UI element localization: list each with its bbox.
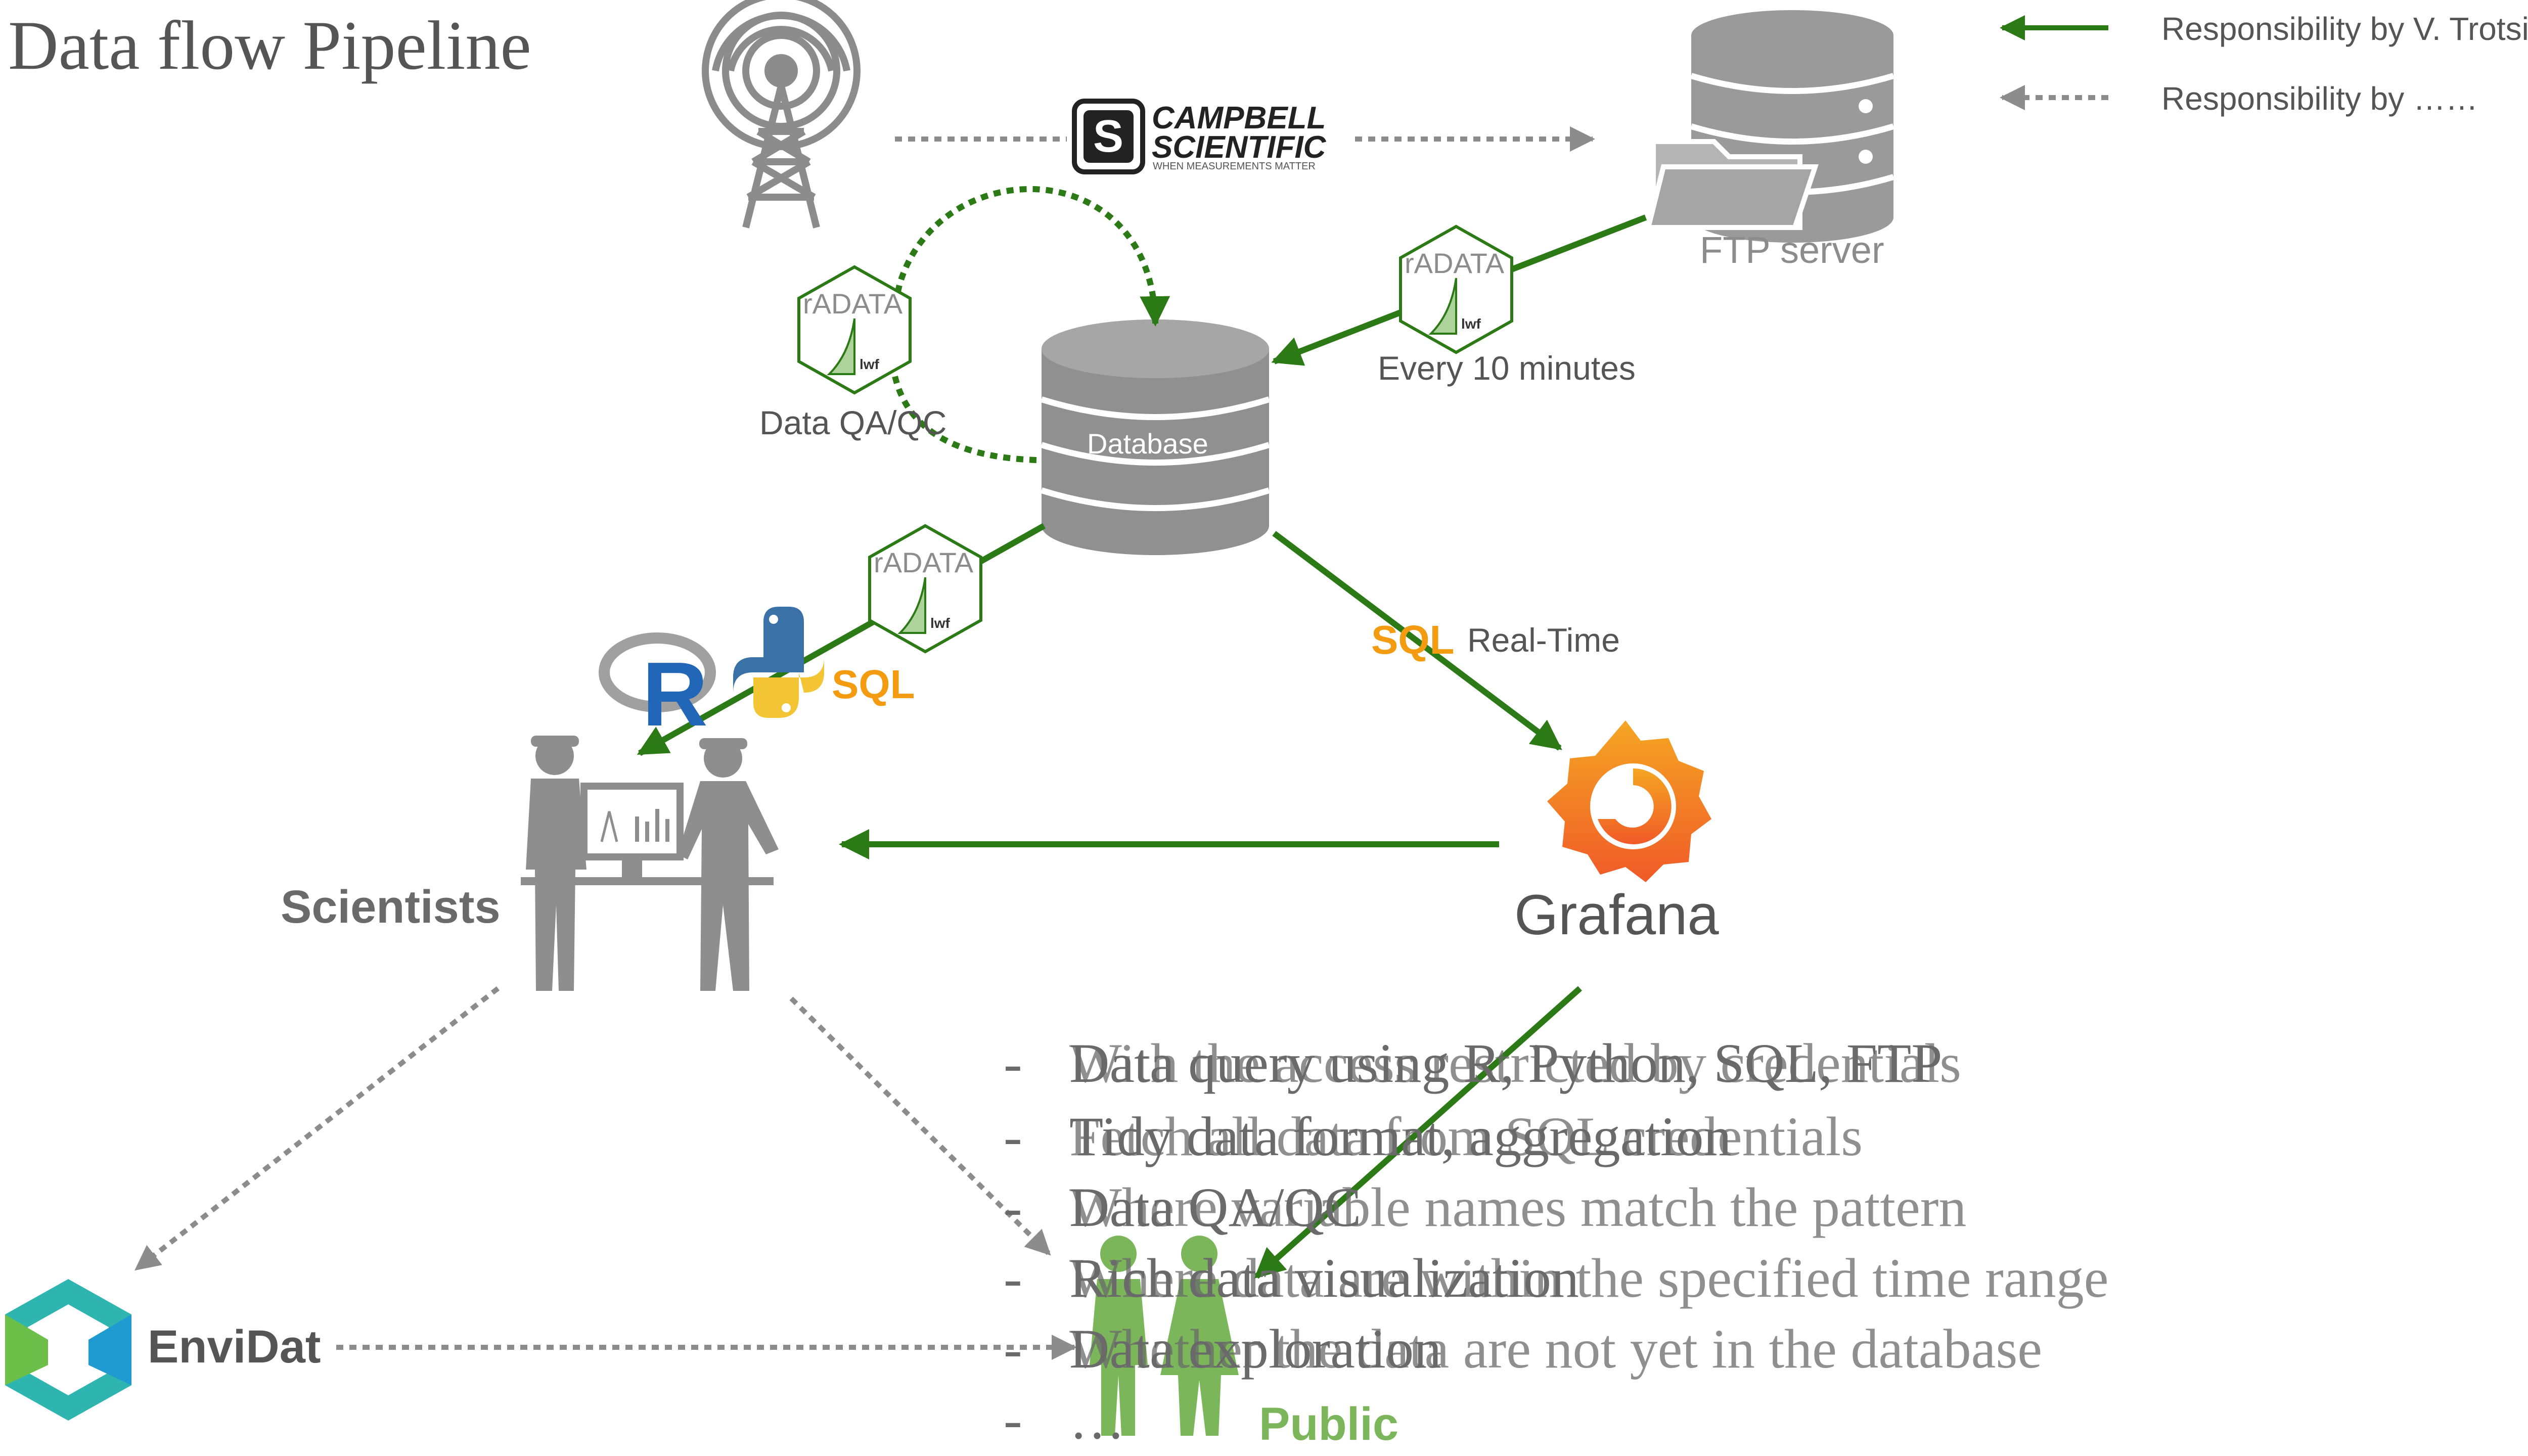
overlap-bullet-text: Where data are within the specified time… [1069, 1247, 2109, 1309]
overlap-bullet-text: With the access restricted by credential… [1069, 1032, 1961, 1094]
lwf-scientists-label: lwf [930, 615, 950, 631]
envidat-logo-icon [5, 1279, 131, 1421]
antenna-tower-icon [702, 0, 861, 229]
qaqc-loop-dotted-arrow [888, 186, 1170, 463]
bullet-text: Data QA/QC [1069, 1176, 1362, 1238]
overlap-bullet-text: Whether the data are not yet in the data… [1069, 1318, 2043, 1380]
radata-scientists-label: rADATA [874, 547, 974, 578]
overlap-bullet-text: Where variable names match the pattern [1069, 1176, 1967, 1238]
grafana-label: Grafana [1514, 883, 1719, 946]
campbell-scientific-logo: S [1072, 99, 1145, 174]
sql-label-scientists: SQL [832, 662, 915, 707]
data-qaqc-label: Data QA/QC [759, 404, 947, 441]
legend-solid-label: Responsibility by V. Trotsiuk [2161, 11, 2528, 47]
bullet-text: Rich data visualization [1069, 1247, 1579, 1309]
ftp-server-icon [1645, 10, 1894, 243]
radata-qaqc-label: rADATA [803, 288, 903, 320]
lwf-qaqc-label: lwf [860, 356, 879, 372]
svg-text:S: S [1093, 111, 1123, 162]
lwf-ftp-label: lwf [1461, 316, 1481, 332]
every-10-minutes-label: Every 10 minutes [1378, 349, 1636, 387]
database-icon [1041, 320, 1270, 555]
radata-badge-ftp [1399, 224, 1513, 354]
overlap-bullet-text: Fetch all data from SQL credentials [1069, 1106, 1863, 1167]
ftp-server-label: FTP server [1700, 229, 1884, 271]
grafana-to-public-arrow [1254, 986, 1582, 1279]
bullet-text: Data query using R, Python, SQL, FTP [1069, 1032, 1943, 1094]
r-logo-letter: R [642, 644, 708, 745]
bullet-text: Data exploration [1069, 1318, 1442, 1380]
bullet-text: … [1069, 1389, 1125, 1450]
scientists-to-public-dotted-arrow [789, 996, 1051, 1256]
campbell-tagline: WHEN MEASUREMENTS MATTER [1153, 161, 1316, 172]
r-logo-icon: R [599, 632, 716, 745]
public-label: Public [1259, 1398, 1399, 1450]
scientists-to-envidat-dotted-arrow [134, 986, 500, 1271]
bullet-text: Tidy data format, aggregation [1069, 1106, 1732, 1167]
public-figures-icon [1090, 1236, 1239, 1436]
radata-badge-qaqc [797, 265, 912, 395]
scientists-figure-icon [521, 736, 779, 991]
campbell-scientific-name: CAMPBELL SCIENTIFIC [1152, 101, 1326, 165]
envidat-label: EnviDat [148, 1321, 321, 1373]
sql-label-realtime: SQL [1371, 617, 1455, 662]
grafana-logo-icon [1547, 720, 1711, 882]
radata-badge-scientists [868, 524, 982, 654]
database-label: Database [1087, 428, 1208, 460]
database-to-grafana-arrow [1272, 531, 1562, 751]
slide-title: Data flow Pipeline [8, 7, 531, 84]
legend-dotted-label: Responsibility by …… [2161, 80, 2478, 117]
scientists-label: Scientists [281, 881, 501, 933]
realtime-label: Real-Time [1467, 621, 1620, 659]
radata-ftp-label: rADATA [1405, 247, 1505, 279]
python-logo-icon [733, 607, 824, 718]
